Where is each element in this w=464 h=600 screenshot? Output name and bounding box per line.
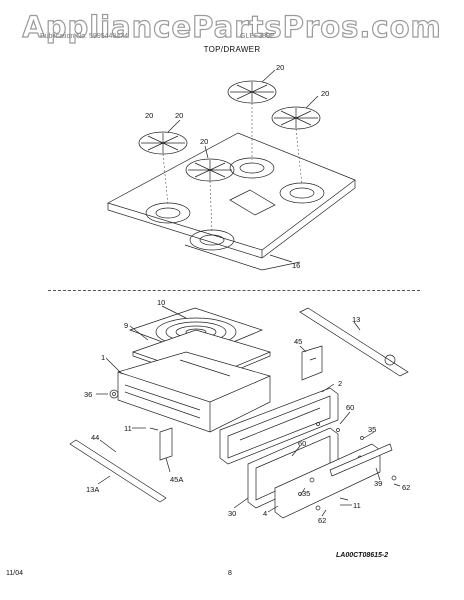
cooktop-assembly: [107, 132, 356, 271]
callout-panel-outer: 4: [263, 509, 267, 518]
callout-drawer-liner: 10: [157, 298, 165, 307]
slide-rail: [299, 307, 409, 377]
section-title: TOP/DRAWER: [203, 45, 261, 54]
section-divider: [48, 290, 420, 291]
callout-panel-inner: 30: [228, 509, 236, 518]
callout-drawer-front: 2: [338, 379, 342, 388]
drawer-body: [117, 351, 271, 433]
grate-2: [185, 158, 235, 182]
grate-4: [271, 106, 321, 130]
callout-handle: 39: [374, 479, 382, 488]
callout-screw-right: 11: [353, 501, 361, 510]
callout-grate-3: 20: [276, 63, 284, 72]
callout-slide-rail: 13: [352, 315, 360, 324]
footer-date: 11/04: [6, 570, 23, 577]
callout-glide-left: 44: [91, 433, 99, 442]
callout-clip-mid: 60: [298, 439, 306, 448]
publication-number: Publication No. 5995448474: [40, 33, 128, 40]
figure-code: LA00CT08615-2: [336, 552, 389, 559]
grate-3: [227, 80, 277, 104]
callout-drawer-body: 1: [101, 353, 105, 362]
grate-1: [138, 131, 188, 155]
drawer-front-frame: [219, 387, 339, 465]
callout-rail-left: 13A: [86, 485, 99, 494]
callout-foot: 36: [84, 390, 92, 399]
callout-cooktop: 16: [292, 261, 300, 270]
callout-screw-a: 62: [402, 483, 410, 492]
callout-clip-bottom: 35: [302, 489, 310, 498]
callout-grate-1: 20: [175, 111, 183, 120]
right-bracket: [301, 345, 323, 381]
callout-drawer-panel: 9: [124, 321, 128, 330]
callout-grate-4: 20: [321, 89, 329, 98]
watermark: AppliancePartsPros.com: [22, 9, 442, 44]
callout-clip-top: 60: [346, 403, 354, 412]
foot: [109, 389, 119, 399]
callout-screw-b: 62: [318, 516, 326, 525]
callout-clip-right: 35: [368, 425, 376, 434]
handle: [329, 443, 393, 477]
left-rail: [69, 439, 167, 503]
callout-grate-5: 20: [145, 111, 153, 120]
left-bracket: [159, 427, 173, 461]
callout-bracket-left: 45A: [170, 475, 183, 484]
callout-grate-2: 20: [200, 137, 208, 146]
callout-right-bracket: 45: [294, 337, 302, 346]
model-number: GLEF389F: [240, 33, 275, 40]
footer-page-number: 8: [228, 570, 232, 577]
callout-screw-left: 11: [124, 424, 132, 433]
